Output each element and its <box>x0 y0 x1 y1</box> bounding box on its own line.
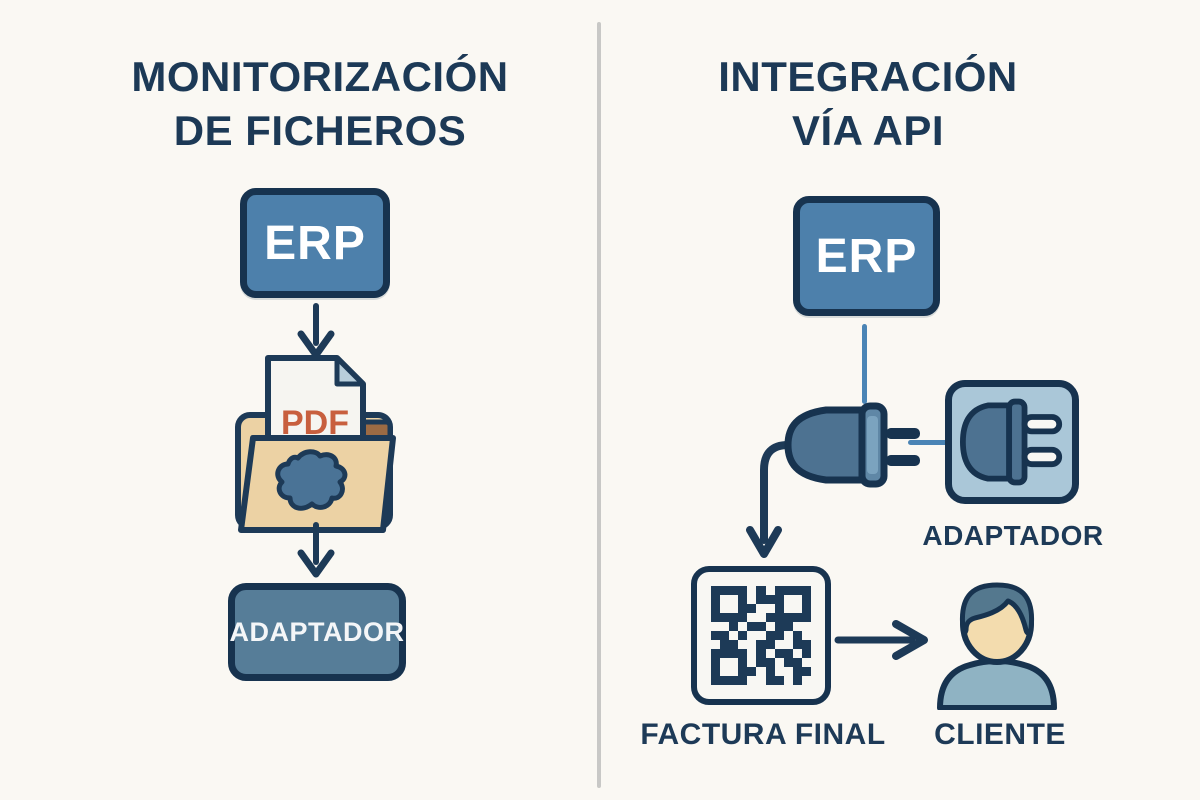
left-panel-title: MONITORIZACIÓN DE FICHEROS <box>90 50 550 158</box>
erp-label-right: ERP <box>815 229 918 283</box>
adaptador-label-left: ADAPTADOR <box>229 616 405 647</box>
erp-label-left: ERP <box>264 216 366 270</box>
cliente-label: CLIENTE <box>934 718 1066 751</box>
erp-box-right: ERP <box>793 196 940 316</box>
socket-plug-icon <box>959 398 1062 485</box>
qr-code-icon <box>691 566 831 705</box>
adaptador-label-right: ADAPTADOR <box>922 520 1104 551</box>
right-panel-title: INTEGRACIÓN VÍA API <box>648 50 1088 158</box>
arrow-right-icon <box>834 620 928 660</box>
person-icon <box>937 582 1057 710</box>
panel-divider <box>597 22 601 788</box>
right-title-line1: INTEGRACIÓN <box>718 53 1018 100</box>
right-title-line2: VÍA API <box>791 107 945 154</box>
left-title-line1: MONITORIZACIÓN <box>131 53 509 100</box>
plug-socket-connector-line <box>908 440 948 445</box>
adaptador-box-left: ADAPTADOR <box>228 583 406 681</box>
erp-box-left: ERP <box>240 188 390 298</box>
arrow-down-icon <box>297 522 335 578</box>
left-title-line2: DE FICHEROS <box>173 107 467 154</box>
erp-plug-connector-line <box>862 324 867 404</box>
blob-icon <box>275 449 348 511</box>
plug-icon <box>746 402 920 558</box>
qr-grid <box>711 586 811 685</box>
pdf-folder-icon: PDF <box>235 355 396 533</box>
adaptador-socket-box <box>945 380 1079 504</box>
factura-final-label: FACTURA FINAL <box>640 718 886 751</box>
